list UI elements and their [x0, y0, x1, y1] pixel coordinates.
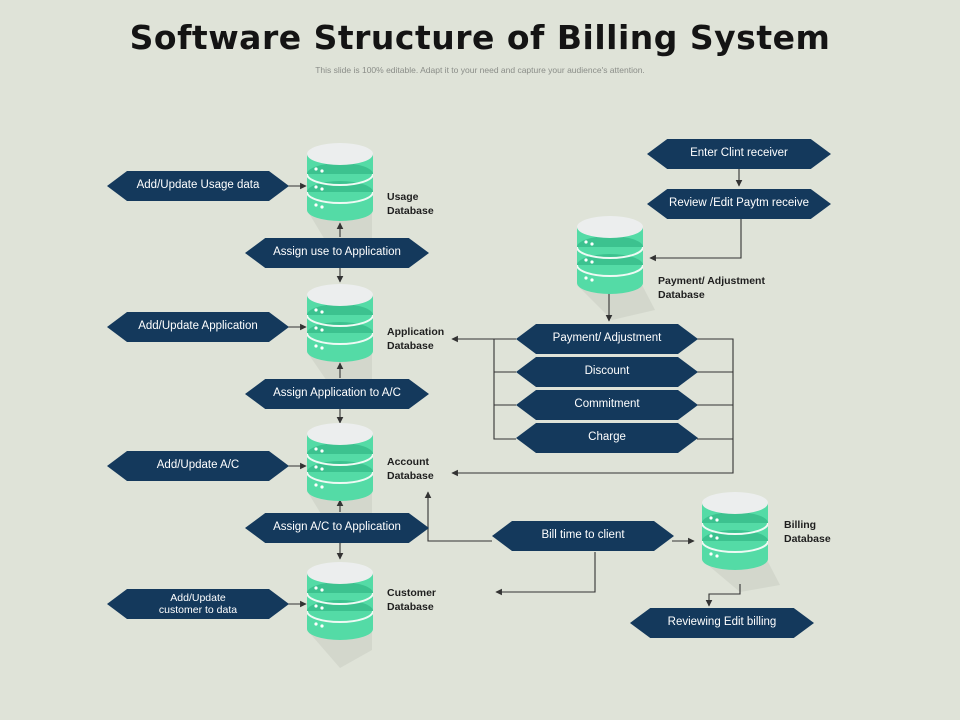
add-update-application-label: Add/Update Application: [138, 320, 258, 333]
customer-database-icon: [307, 561, 373, 641]
charge-node[interactable]: Charge: [516, 423, 698, 453]
arrow-bill-to-customer: [495, 552, 596, 596]
bracket-left: [493, 338, 516, 440]
review-edit-label: Review /Edit Paytm receive: [669, 197, 809, 210]
bill-time-label: Bill time to client: [541, 529, 625, 542]
add-update-usage-node[interactable]: Add/Update Usage data: [107, 171, 289, 201]
connectors: [288, 168, 743, 608]
payment-adjustment-label: Payment/ Adjustment: [552, 332, 662, 345]
billing-database-icon: [702, 491, 768, 571]
commitment-label: Commitment: [574, 398, 640, 411]
payment-database-icon: [577, 215, 643, 295]
usage-database-icon: [307, 142, 373, 222]
account-database-icon: [307, 422, 373, 502]
enter-client-label: Enter Clint receiver: [690, 147, 788, 160]
charge-label: Charge: [588, 431, 626, 444]
add-update-application-node[interactable]: Add/Update Application: [107, 312, 289, 342]
page-subtitle: This slide is 100% editable. Adapt it to…: [315, 65, 645, 75]
assign-application-label: Assign Application to A/C: [273, 387, 401, 400]
payment-adjustment-node[interactable]: Payment/ Adjustment: [516, 324, 698, 354]
arrow-to-account-db: [451, 338, 734, 477]
assign-ac-node[interactable]: Assign A/C to Application: [245, 513, 429, 543]
application-database-icon: [307, 283, 373, 363]
add-update-ac-label: Add/Update A/C: [156, 459, 240, 472]
add-update-ac-node[interactable]: Add/Update A/C: [107, 451, 289, 481]
discount-node[interactable]: Discount: [516, 357, 698, 387]
enter-client-node[interactable]: Enter Clint receiver: [647, 139, 831, 169]
reviewing-billing-label: Reviewing Edit billing: [667, 616, 777, 629]
assign-ac-label: Assign A/C to Application: [273, 521, 401, 534]
add-update-usage-label: Add/Update Usage data: [136, 179, 260, 192]
assign-use-label: Assign use to Application: [273, 246, 401, 259]
reviewing-billing-node[interactable]: Reviewing Edit billing: [630, 608, 814, 638]
page-title: Software Structure of Billing System: [129, 18, 831, 57]
bill-time-node[interactable]: Bill time to client: [492, 521, 674, 551]
commitment-node[interactable]: Commitment: [516, 390, 698, 420]
assign-use-node[interactable]: Assign use to Application: [245, 238, 429, 268]
arrow-billing-db-down: [705, 584, 741, 607]
discount-label: Discount: [584, 365, 630, 378]
review-edit-node[interactable]: Review /Edit Paytm receive: [647, 189, 831, 219]
arrow-bill-to-account: [424, 491, 492, 542]
assign-application-node[interactable]: Assign Application to A/C: [245, 379, 429, 409]
arrow-review-to-payment-db: [649, 219, 742, 262]
